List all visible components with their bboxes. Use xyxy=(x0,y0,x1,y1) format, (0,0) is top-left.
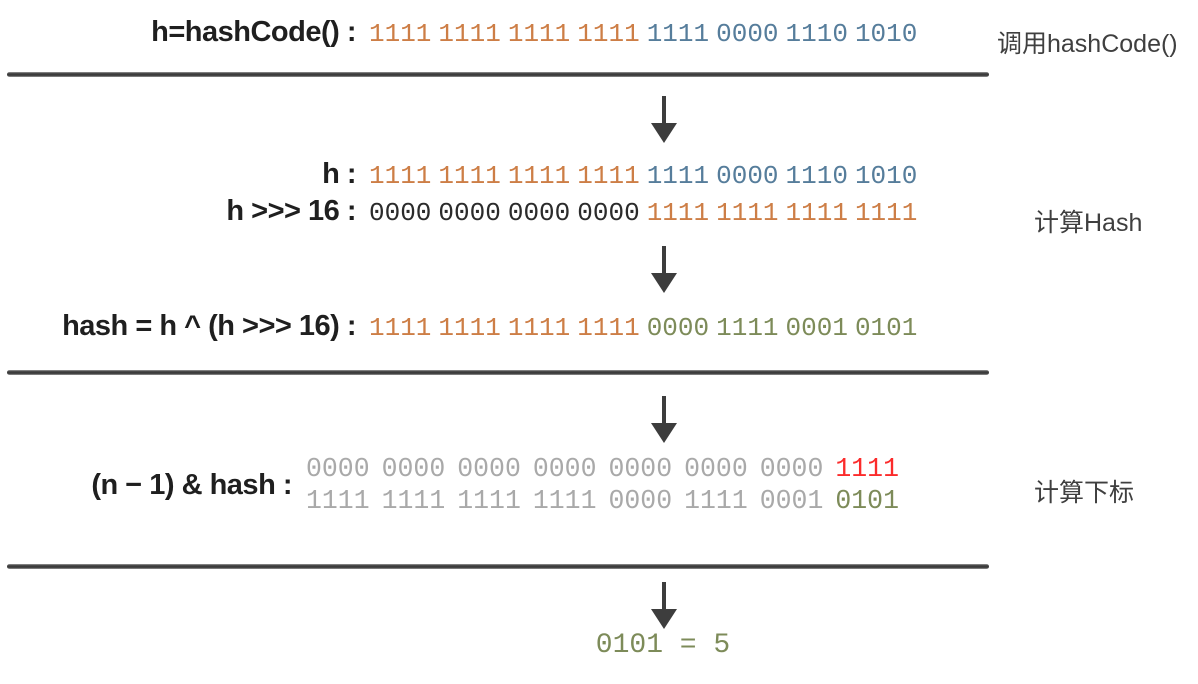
row-mask-bits: 0000 0000 0000 0000 0000 0000 0000 1111 xyxy=(306,454,899,484)
stage-label-hash: 计算Hash xyxy=(1034,209,1143,237)
bit-group: 1111 xyxy=(646,161,710,191)
bit-group: 1111 xyxy=(507,313,571,343)
arrow-stem xyxy=(662,246,666,273)
arrow-head xyxy=(651,423,677,443)
stage-label-call: 调用hashCode() xyxy=(997,30,1178,58)
row-index-calc-label: (n − 1) & hash : xyxy=(91,468,292,501)
bit-group: 1111 xyxy=(457,486,521,516)
arrow-down-icon-2 xyxy=(651,246,677,293)
row-mask2-bits: 1111 1111 1111 1111 0000 1111 0001 0101 xyxy=(306,486,899,516)
bit-group: 0000 xyxy=(716,161,779,191)
arrow-head xyxy=(651,273,677,293)
bit-group: 0000 xyxy=(438,198,501,228)
bit-group: 1111 xyxy=(577,161,640,191)
bit-group: 0101 xyxy=(854,313,918,343)
arrow-head xyxy=(651,123,677,143)
bit-group: 1010 xyxy=(854,19,918,49)
bit-group: 1111 xyxy=(646,198,710,228)
bit-group: 1111 xyxy=(577,19,640,49)
result-value: 0101 = 5 xyxy=(595,630,731,661)
bit-group: 0001 xyxy=(759,486,824,516)
row-hshift-label: h >>> 16 : xyxy=(226,195,356,227)
bit-group: 1110 xyxy=(785,161,848,191)
bit-group: 1111 xyxy=(577,313,640,343)
arrow-down-icon-3 xyxy=(651,396,677,443)
bit-group: 1111 xyxy=(507,19,571,49)
bit-group: 1111 xyxy=(369,313,432,343)
divider-1 xyxy=(7,72,989,77)
bit-group: 0000 xyxy=(684,454,748,484)
divider-2 xyxy=(7,370,989,375)
bit-group: 1111 xyxy=(854,198,918,228)
bit-group: 0000 xyxy=(759,454,824,484)
bit-group: 1111 xyxy=(369,161,432,191)
bit-group: 1111 xyxy=(438,161,501,191)
bit-group: 1110 xyxy=(785,19,848,49)
bit-group: 1111 xyxy=(369,19,432,49)
bit-group: 0000 xyxy=(608,486,673,516)
arrow-head xyxy=(651,609,677,629)
bit-group: 0000 xyxy=(577,198,640,228)
row-h-label: h : xyxy=(322,158,356,190)
arrow-down-icon-1 xyxy=(651,96,677,143)
bit-group: 1010 xyxy=(854,161,918,191)
bit-group: 1111 xyxy=(381,486,446,516)
bit-group: 1111 xyxy=(532,486,597,516)
row-hashcode-label: h=hashCode() : xyxy=(151,16,356,48)
bit-group: 1111 xyxy=(646,19,710,49)
bit-group: 0000 xyxy=(306,454,370,484)
divider-3 xyxy=(7,564,989,569)
bit-group: 0000 xyxy=(716,19,779,49)
arrow-down-icon-4 xyxy=(651,582,677,629)
bit-group: 0000 xyxy=(608,454,673,484)
bit-group: 1111 xyxy=(684,486,748,516)
bit-group: 0101 xyxy=(835,486,899,516)
bit-group: 0000 xyxy=(381,454,446,484)
bit-group: 1111 xyxy=(785,198,848,228)
bit-group: 1111 xyxy=(835,454,899,484)
arrow-stem xyxy=(662,396,666,423)
bit-group: 1111 xyxy=(438,313,501,343)
bit-group: 1111 xyxy=(716,313,779,343)
bit-group: 1111 xyxy=(306,486,370,516)
bit-group: 0000 xyxy=(507,198,571,228)
row-hash-result-label: hash = h ^ (h >>> 16) : xyxy=(62,310,356,342)
bit-group: 0000 xyxy=(532,454,597,484)
arrow-stem xyxy=(662,582,666,609)
bit-group: 0000 xyxy=(457,454,521,484)
bit-group: 0000 xyxy=(646,313,710,343)
arrow-stem xyxy=(662,96,666,123)
bit-group: 1111 xyxy=(438,19,501,49)
bit-group: 1111 xyxy=(716,198,779,228)
bit-group: 1111 xyxy=(507,161,571,191)
bit-group: 0000 xyxy=(369,198,432,228)
stage-label-index: 计算下标 xyxy=(1034,479,1135,507)
bit-group: 0001 xyxy=(785,313,848,343)
